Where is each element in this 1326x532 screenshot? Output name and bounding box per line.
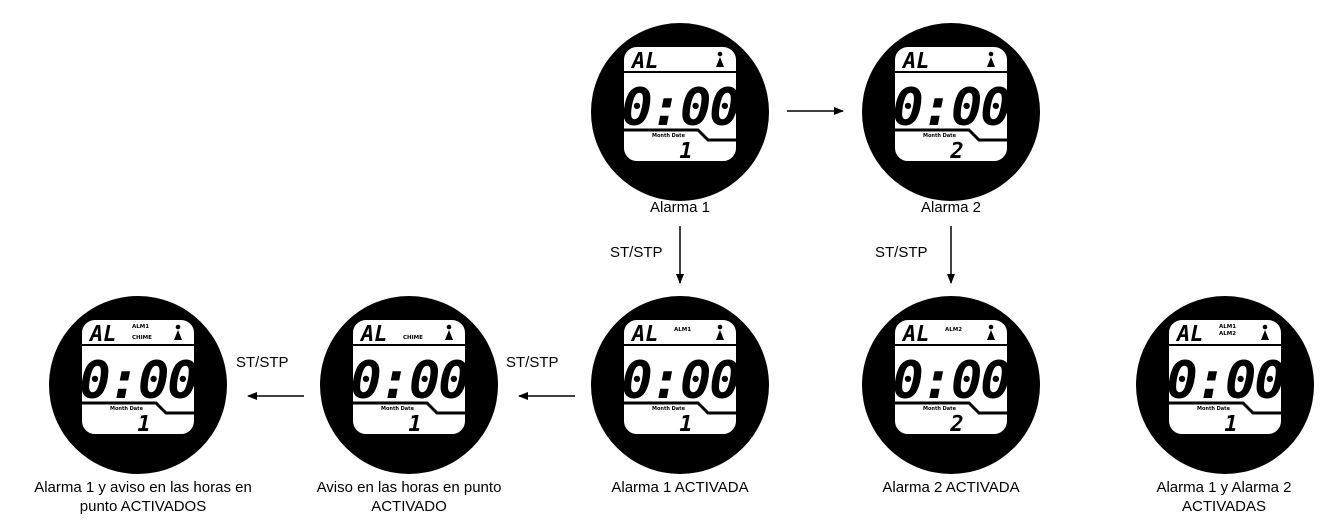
time-display: 0:00: [892, 351, 1010, 411]
month-date-label: Month Date: [652, 406, 686, 412]
month-date-label: Month Date: [110, 406, 144, 412]
label-alarm2: Alarma 2: [920, 199, 982, 216]
st-stp-label-3: ST/STP: [506, 354, 559, 371]
mode-text: AL: [901, 322, 930, 347]
month-date-label: Month Date: [652, 133, 686, 139]
st-stp-label-4: ST/STP: [236, 354, 289, 371]
month-date-label: Month Date: [381, 406, 415, 412]
label-alarm1-chime-activated: Alarma 1 y aviso en las horas en punto A…: [34, 479, 252, 515]
person-bell-icon: [1261, 324, 1269, 340]
flag-alm1: ALM1: [674, 327, 691, 333]
label-alarm2-activated: Alarma 2 ACTIVADA: [882, 479, 1020, 496]
lcd-screen: [351, 318, 467, 436]
person-bell-icon: [716, 324, 724, 340]
label-alarm1-activated: Alarma 1 ACTIVADA: [611, 479, 749, 496]
time-display: 0:00: [621, 351, 739, 411]
mode-text: AL: [88, 322, 117, 347]
flag-alm2: ALM2: [945, 327, 962, 333]
month-date-label: Month Date: [923, 406, 957, 412]
lcd-screen: [893, 318, 1009, 436]
mode-text: AL: [359, 322, 388, 347]
person-bell-icon: [716, 51, 724, 67]
date-display: 1: [408, 412, 421, 437]
label-alarm1-alarm2-activated: Alarma 1 y Alarma 2 ACTIVADAS: [1156, 479, 1292, 515]
lcd-screen: [622, 45, 738, 163]
date-display: 1: [679, 139, 692, 164]
flag-alm1: ALM1: [132, 324, 149, 330]
label-chime-activated: Aviso en las horas en punto ACTIVADO: [316, 479, 502, 515]
time-display: 0:00: [621, 78, 739, 138]
time-display: 0:00: [79, 351, 197, 411]
lcd-screen: [893, 45, 1009, 163]
time-display: 0:00: [1166, 351, 1284, 411]
mode-text: AL: [901, 49, 930, 74]
lcd-screen: [80, 318, 196, 436]
date-display: 1: [137, 412, 150, 437]
person-bell-icon: [174, 324, 182, 340]
label-alarm1: Alarma 1: [649, 199, 711, 216]
time-display: 0:00: [892, 78, 1010, 138]
month-date-label: Month Date: [1197, 406, 1231, 412]
time-display: 0:00: [350, 351, 468, 411]
mode-text: AL: [630, 49, 659, 74]
person-bell-icon: [445, 324, 453, 340]
lcd-screen: [1167, 318, 1283, 436]
flag-chime: CHIME: [403, 335, 423, 341]
lcd-screen: [622, 318, 738, 436]
person-bell-icon: [987, 51, 995, 67]
flag-alm2: ALM2: [1219, 331, 1236, 337]
mode-text: AL: [1175, 322, 1204, 347]
flag-alm1: ALM1: [1219, 324, 1236, 330]
person-bell-icon: [987, 324, 995, 340]
st-stp-label-2: ST/STP: [875, 244, 928, 261]
month-date-label: Month Date: [923, 133, 957, 139]
st-stp-label-1: ST/STP: [610, 244, 663, 261]
date-display: 2: [949, 139, 963, 164]
flag-chime: CHIME: [132, 335, 152, 341]
mode-text: AL: [630, 322, 659, 347]
date-display: 1: [1224, 412, 1237, 437]
date-display: 2: [949, 412, 963, 437]
date-display: 1: [679, 412, 692, 437]
